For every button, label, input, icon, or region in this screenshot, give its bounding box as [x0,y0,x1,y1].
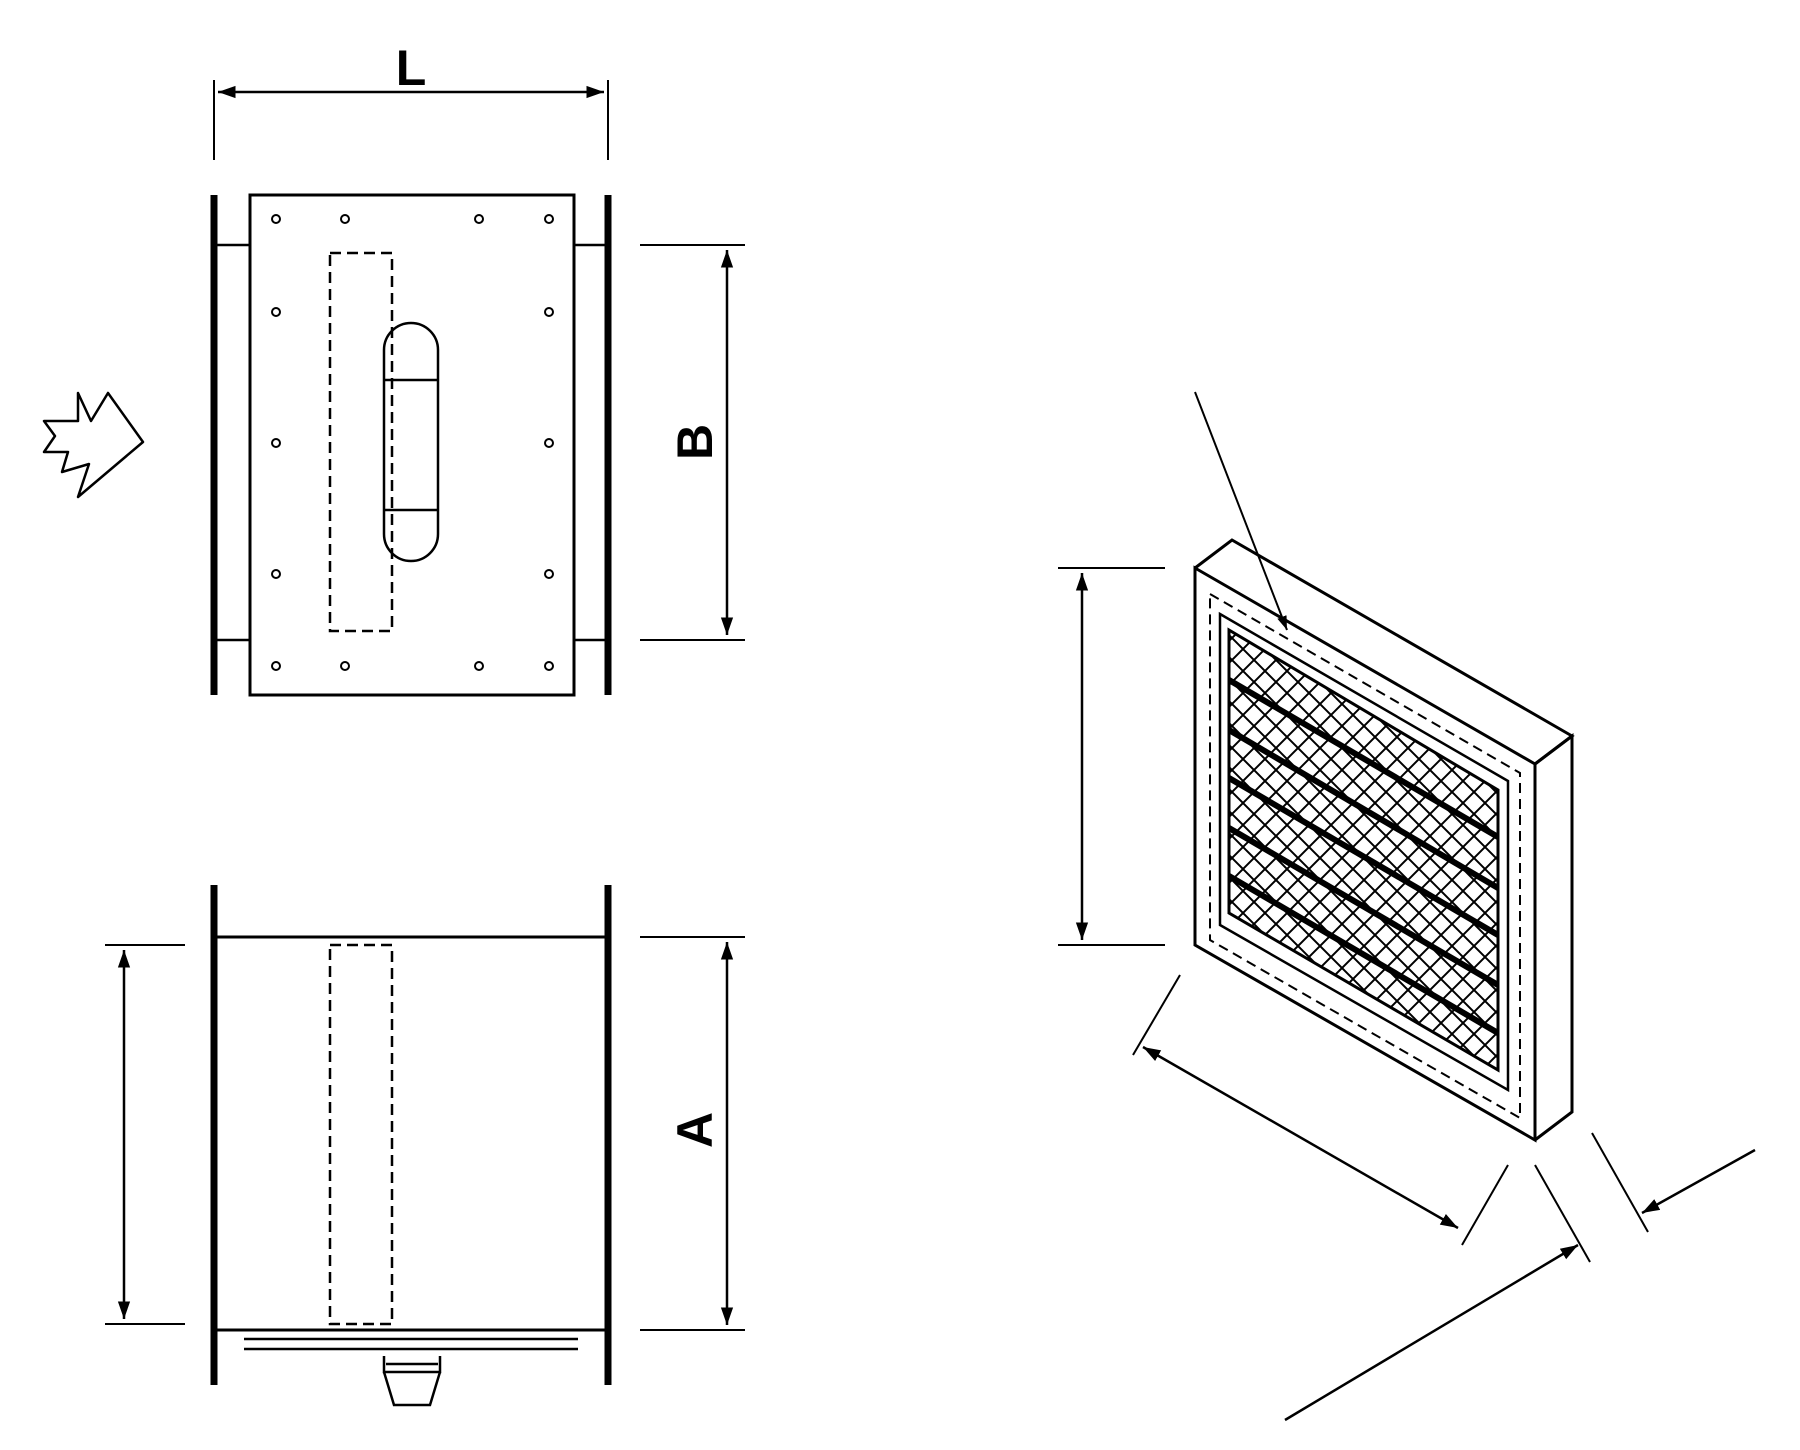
label-length: L [396,40,427,96]
leader-line [1194,391,1288,631]
airflow-arrow [42,391,145,499]
filter-gasket-dashed [1209,592,1521,1120]
front-base-rail [244,1337,578,1351]
top-duct-stubs [214,243,608,642]
dimension-height [640,244,745,641]
dimension-iso-depth [1284,1132,1756,1422]
dimension-iso-width [1132,974,1509,1246]
front-view [210,885,612,1407]
drain-fitting [382,1356,442,1407]
top-hidden-filter-frame [328,251,394,633]
top-view [210,193,612,697]
dimension-length [213,80,609,160]
front-hidden-filter-frame [328,943,394,1326]
filter-pleats [1229,677,1498,1036]
dimension-front-left [105,944,185,1325]
label-height: B [667,424,723,460]
top-body-outline [248,193,576,697]
label-width: A [667,1112,723,1148]
dimension-iso-height [1058,567,1165,946]
bolt-holes [271,214,554,671]
filter-inner-frame [1218,611,1510,1093]
isometric-filter [1193,538,1575,1143]
dimension-width [640,936,745,1331]
filter-media-border [1227,627,1500,1073]
filter-frame-side [1534,732,1574,1142]
inspection-handle [382,321,440,563]
